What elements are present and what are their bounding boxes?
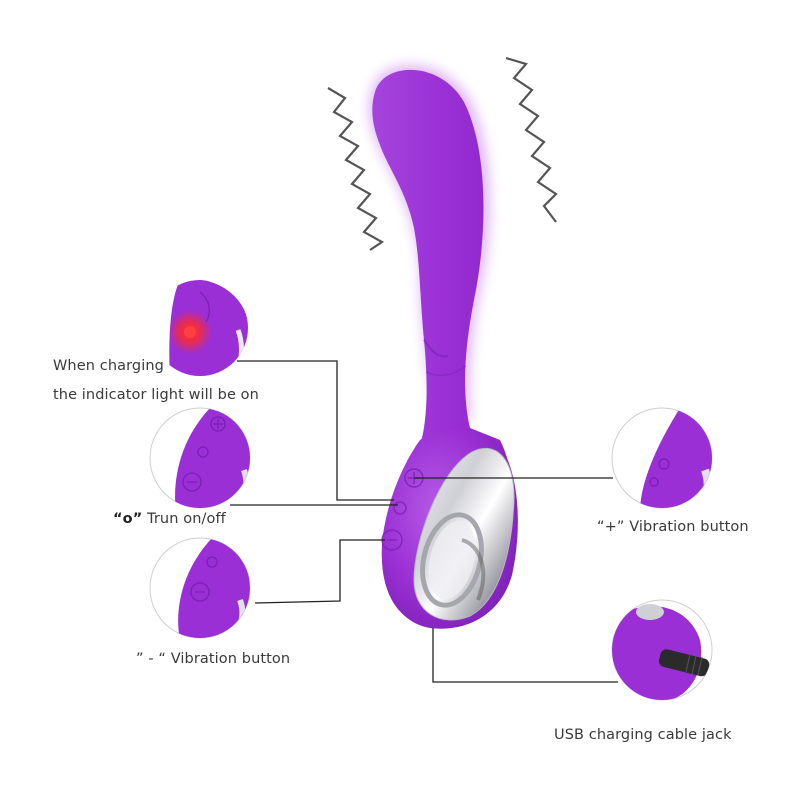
minus-symbol: ” - “	[136, 651, 166, 667]
vibration-zigzag-left-icon	[327, 87, 385, 251]
inset-charging-indicator	[152, 280, 248, 376]
leader-lines	[230, 360, 618, 683]
label-usb-jack: USB charging cable jack	[554, 727, 732, 743]
leader-usb	[432, 628, 618, 683]
label-charging-line2: the indicator light will be on	[53, 387, 259, 403]
label-plus: “+” Vibration button	[597, 519, 749, 535]
label-power: “o” Trun on/off	[113, 511, 226, 527]
leader-minus	[254, 539, 385, 604]
minus-text: Vibration button	[170, 651, 291, 667]
inset-minus-button	[149, 537, 251, 639]
power-symbol: “o”	[113, 511, 143, 527]
inset-power-button	[149, 407, 251, 509]
chrome-ring	[420, 512, 484, 608]
shaft-ridge	[423, 339, 449, 358]
inset-usb-jack	[611, 599, 713, 701]
plus-symbol: “+”	[597, 519, 625, 535]
vibration-zigzag-right-icon	[505, 56, 558, 223]
power-text: Trun on/off	[147, 511, 226, 527]
plus-text: Vibration button	[629, 519, 749, 535]
label-charging-line1: When charging	[53, 358, 164, 374]
label-minus: ” - “ Vibration button	[136, 651, 290, 667]
inset-plus-button	[611, 407, 713, 509]
leader-charging	[237, 360, 394, 501]
